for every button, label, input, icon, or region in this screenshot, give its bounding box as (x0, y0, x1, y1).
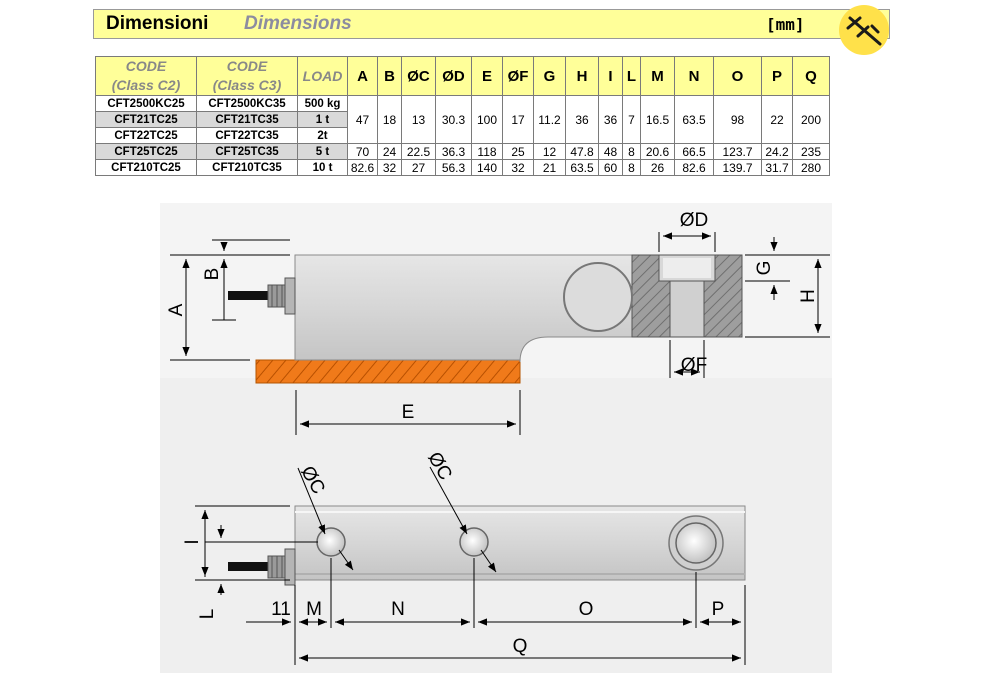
header-col-e: E (471, 56, 503, 96)
header-col-m: M (640, 56, 675, 96)
header-col-b: B (377, 56, 402, 96)
header-col-n: N (674, 56, 714, 96)
label-i: I (182, 539, 203, 544)
header-load: LOAD (297, 56, 348, 96)
label-g: G (754, 261, 775, 276)
header-code-c3: CODE (Class C3) (196, 56, 298, 96)
table-row: CFT21TC25 CFT21TC35 1 t (95, 111, 830, 128)
mounting-base (255, 359, 521, 384)
label-m: M (306, 599, 322, 620)
label-q: Q (513, 636, 528, 657)
header-col-q: Q (792, 56, 830, 96)
header-col-i: I (598, 56, 623, 96)
gauge-pocket (563, 262, 633, 332)
table-row: CFT210TC25 CFT210TC35 10 t 82.6 32 27 56… (95, 159, 830, 176)
label-h: H (798, 289, 819, 303)
header-col-l: L (622, 56, 641, 96)
mount-hole-2 (459, 527, 489, 557)
label-f: ØF (681, 355, 707, 376)
header-col-d: ØD (435, 56, 472, 96)
header-col-h: H (565, 56, 599, 96)
load-hole-inner (675, 522, 717, 564)
dimensions-header: Dimensioni Dimensions [mm] (93, 9, 890, 39)
unit-label: [mm] (766, 15, 805, 34)
label-o: O (579, 599, 594, 620)
load-cell-body (294, 254, 743, 363)
header-code-c2: CODE (Class C2) (95, 56, 197, 96)
label-a: A (166, 303, 187, 316)
header-col-g: G (533, 56, 566, 96)
dimensions-table: CODE (Class C2) CODE (Class C3) LOAD A B… (95, 56, 830, 176)
table-row: CFT25TC25 CFT25TC35 5 t 70 24 22.5 36.3 … (95, 143, 830, 160)
label-11: 11 (271, 599, 291, 620)
side-view: A B E ØD ØF G H (166, 210, 830, 435)
title-english: Dimensions (244, 13, 352, 34)
label-p: P (712, 599, 725, 620)
label-e: E (402, 402, 415, 423)
label-n: N (391, 599, 405, 620)
label-b: B (202, 268, 223, 281)
label-l: L (197, 609, 218, 620)
title-italian: Dimensioni (106, 13, 209, 34)
top-view: I L ØC ØC 11 M N O P Q (182, 449, 746, 665)
cable (228, 291, 274, 300)
header-col-f: ØF (502, 56, 534, 96)
header-col-p: P (761, 56, 793, 96)
caliper-icon (839, 5, 889, 55)
header-col-a: A (347, 56, 378, 96)
label-d: ØD (680, 210, 709, 231)
